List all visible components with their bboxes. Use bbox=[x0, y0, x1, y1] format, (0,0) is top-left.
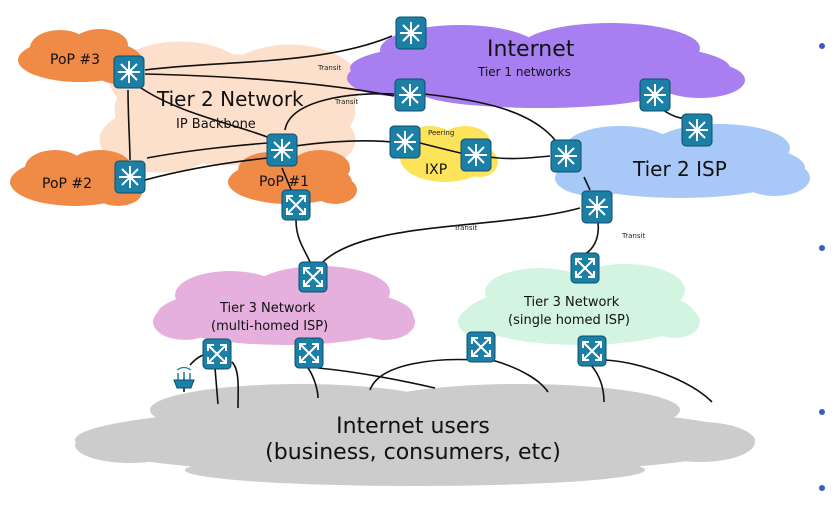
ip-backbone-label: IP Backbone bbox=[176, 117, 256, 132]
router-icon bbox=[113, 55, 145, 89]
ixp-label: IXP bbox=[425, 162, 447, 178]
users-cloud bbox=[75, 384, 755, 486]
peering-label: Peering bbox=[428, 129, 454, 137]
slide-bullets bbox=[819, 43, 825, 491]
router-icon bbox=[581, 190, 613, 224]
switch-icon bbox=[570, 252, 600, 284]
switch-icon bbox=[294, 337, 324, 369]
devices bbox=[113, 16, 713, 389]
network-links bbox=[127, 35, 713, 409]
router-icon bbox=[639, 78, 671, 112]
internet-cloud bbox=[347, 23, 745, 108]
bullet-marker bbox=[819, 409, 825, 415]
pop3-label: PoP #3 bbox=[50, 52, 100, 68]
switch-icon bbox=[298, 261, 328, 293]
transit-label: Transit bbox=[621, 232, 645, 240]
users-subtitle: (business, consumers, etc) bbox=[265, 440, 561, 465]
router-icon bbox=[394, 78, 426, 112]
router-icon bbox=[266, 133, 298, 167]
link-labels: Transit Transit Peering Transit Transit bbox=[317, 64, 645, 240]
tier3-single-title: Tier 3 Network bbox=[523, 295, 620, 310]
tier2-isp-label: Tier 2 ISP bbox=[632, 157, 727, 181]
switch-icon bbox=[577, 335, 607, 367]
pop1-label: PoP #1 bbox=[259, 174, 309, 190]
cloud-labels: PoP #3 PoP #2 PoP #1 Tier 2 Network IP B… bbox=[42, 37, 727, 465]
switch-icon bbox=[466, 331, 496, 363]
tier2-network-label: Tier 2 Network bbox=[156, 87, 304, 111]
transit-label: Transit bbox=[453, 224, 477, 232]
router-icon bbox=[550, 139, 582, 173]
pop1-cloud bbox=[228, 150, 357, 204]
switch-icon bbox=[202, 338, 232, 370]
transit-label: Transit bbox=[317, 64, 341, 72]
users-title: Internet users bbox=[336, 414, 490, 439]
bullet-marker bbox=[819, 245, 825, 251]
router-icon bbox=[389, 125, 421, 159]
transit-label: Transit bbox=[334, 98, 358, 106]
tier3-multi-title: Tier 3 Network bbox=[219, 301, 316, 316]
switch-icon bbox=[281, 189, 311, 221]
router-icon bbox=[114, 160, 146, 194]
internet-label: Internet bbox=[487, 37, 575, 62]
bullet-marker bbox=[819, 485, 825, 491]
pop2-label: PoP #2 bbox=[42, 176, 92, 192]
router-icon bbox=[395, 16, 427, 50]
tier3-multi-cloud bbox=[153, 266, 415, 345]
bullet-marker bbox=[819, 43, 825, 49]
router-icon bbox=[681, 113, 713, 147]
tier1-label: Tier 1 networks bbox=[477, 65, 571, 79]
router-icon bbox=[460, 138, 492, 172]
tier3-single-subtitle: (single homed ISP) bbox=[508, 313, 630, 328]
tier3-multi-subtitle: (multi-homed ISP) bbox=[211, 319, 328, 334]
wireless-access-point-icon bbox=[173, 366, 195, 389]
